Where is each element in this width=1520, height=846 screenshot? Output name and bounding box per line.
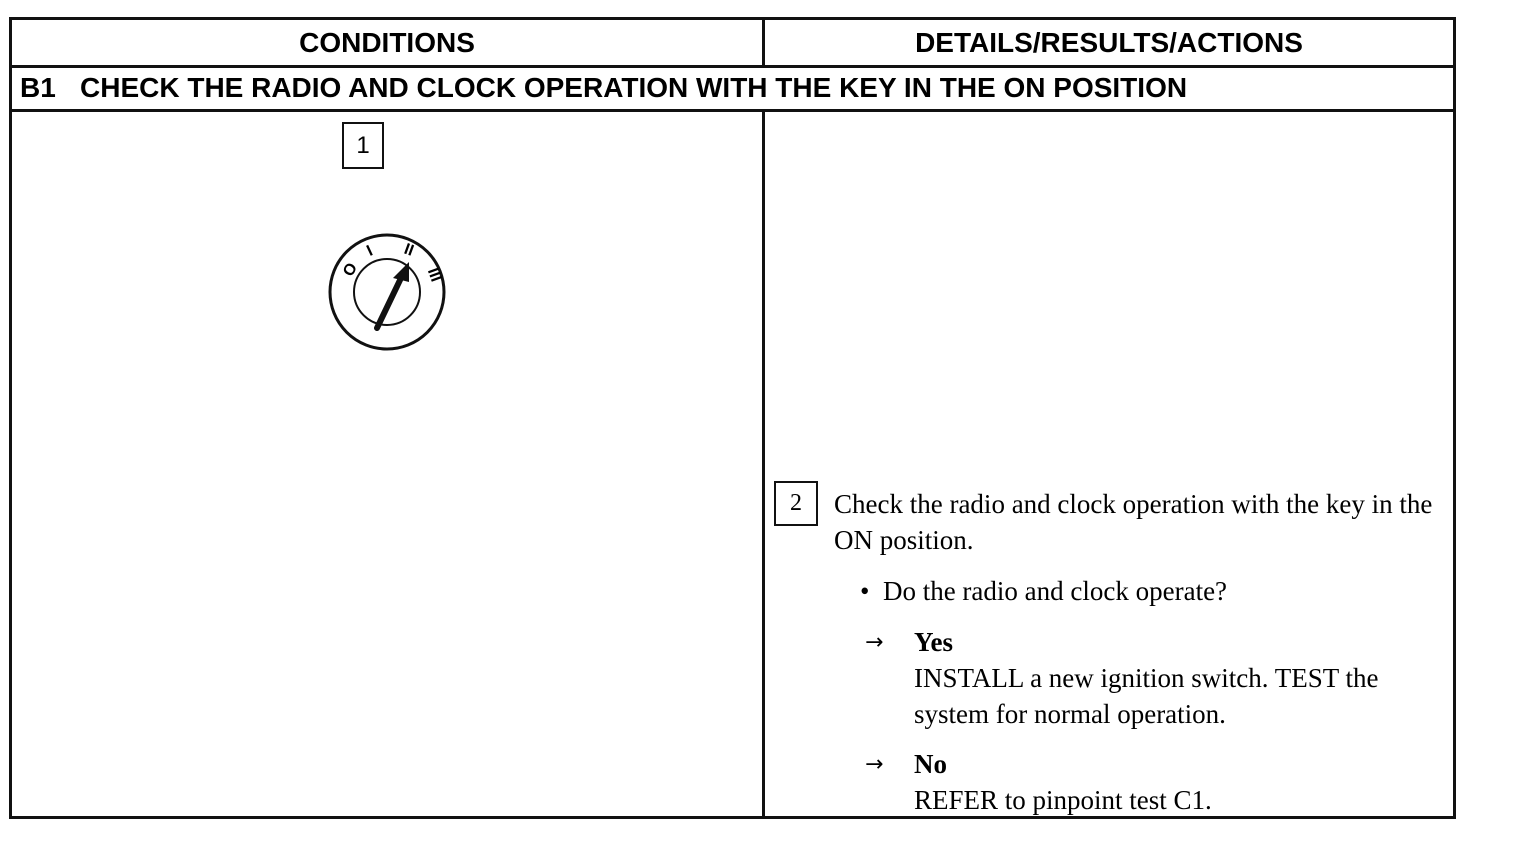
question-text: Do the radio and clock operate? (882, 576, 1228, 606)
key-outer-ring (328, 233, 446, 351)
result-no-label: No (914, 749, 947, 779)
step-2-box: 2 (774, 481, 818, 526)
key-position-2: II (402, 241, 416, 260)
result-no-action: REFER to pinpoint test C1. (914, 785, 1212, 815)
key-inner-ring (353, 258, 421, 326)
step-2-instruction: Check the radio and clock operation with… (834, 489, 1433, 555)
section-title: CHECK THE RADIO AND CLOCK OPERATION WITH… (80, 72, 1188, 103)
result-yes-action: INSTALL a new ignition switch. TEST the … (914, 663, 1379, 729)
section-rule (12, 109, 1453, 112)
header-details: DETAILS/RESULTS/ACTIONS (915, 27, 1303, 58)
section-code: B1 (20, 72, 56, 103)
procedure-table: CONDITIONS DETAILS/RESULTS/ACTIONS B1 CH… (9, 17, 1456, 819)
result-yes-label: Yes (914, 627, 953, 657)
header-conditions: CONDITIONS (299, 27, 475, 58)
section-title-row: B1 CHECK THE RADIO AND CLOCK OPERATION W… (20, 68, 1187, 108)
header-rule (12, 65, 1453, 68)
column-divider (762, 110, 765, 816)
key-pointer (374, 275, 404, 331)
step-2-question: • Do the radio and clock operate? (860, 576, 1228, 606)
key-position-1: I (364, 243, 375, 260)
column-divider (762, 20, 765, 66)
arrow-right-icon: → (865, 752, 884, 777)
ignition-key-icon: O I II III (328, 233, 446, 351)
key-pointer-arrowhead (393, 262, 409, 282)
arrow-right-icon: → (865, 630, 884, 655)
step-1-box: 1 (342, 122, 384, 169)
key-position-3: III (424, 266, 445, 284)
